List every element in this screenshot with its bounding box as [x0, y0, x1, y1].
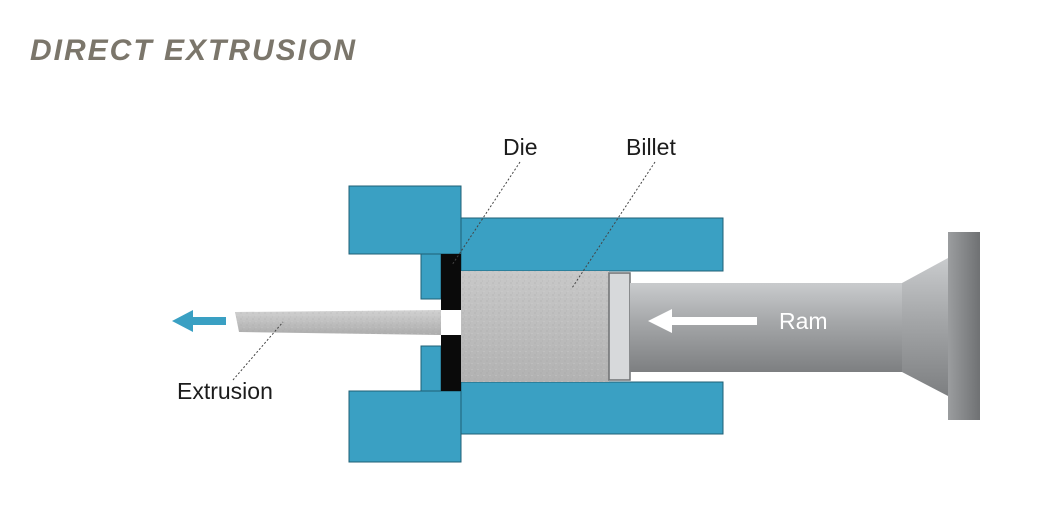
ram-label: Ram: [779, 308, 828, 334]
die-backer-bottom: [420, 345, 442, 392]
ram-direction-arrow-icon: [648, 309, 757, 333]
billet-texture: [461, 271, 609, 382]
extrusion-leader-line: [232, 321, 284, 381]
container-bottom-plate: [460, 381, 724, 435]
container-top-plate: [460, 217, 724, 272]
ram-taper: [902, 258, 948, 396]
extrusion-bar-texture: [235, 310, 441, 335]
ram-flange: [948, 232, 980, 420]
die-label: Die: [503, 134, 538, 160]
extrusion-direction-arrow-icon: [172, 310, 226, 332]
extrusion-label: Extrusion: [177, 378, 273, 404]
die-holder-bottom-block: [348, 390, 462, 463]
dummy-block: [608, 272, 631, 381]
die-holder-top-block: [348, 185, 462, 255]
ram-shaft: [630, 283, 902, 372]
diagram-title: DIRECT EXTRUSION: [30, 34, 358, 67]
die-leader-line: [451, 161, 521, 266]
billet-label: Billet: [626, 134, 676, 160]
die-top: [441, 254, 461, 310]
die-backer-top: [420, 253, 442, 300]
billet-leader-line: [571, 161, 656, 289]
die-bottom: [441, 335, 461, 391]
